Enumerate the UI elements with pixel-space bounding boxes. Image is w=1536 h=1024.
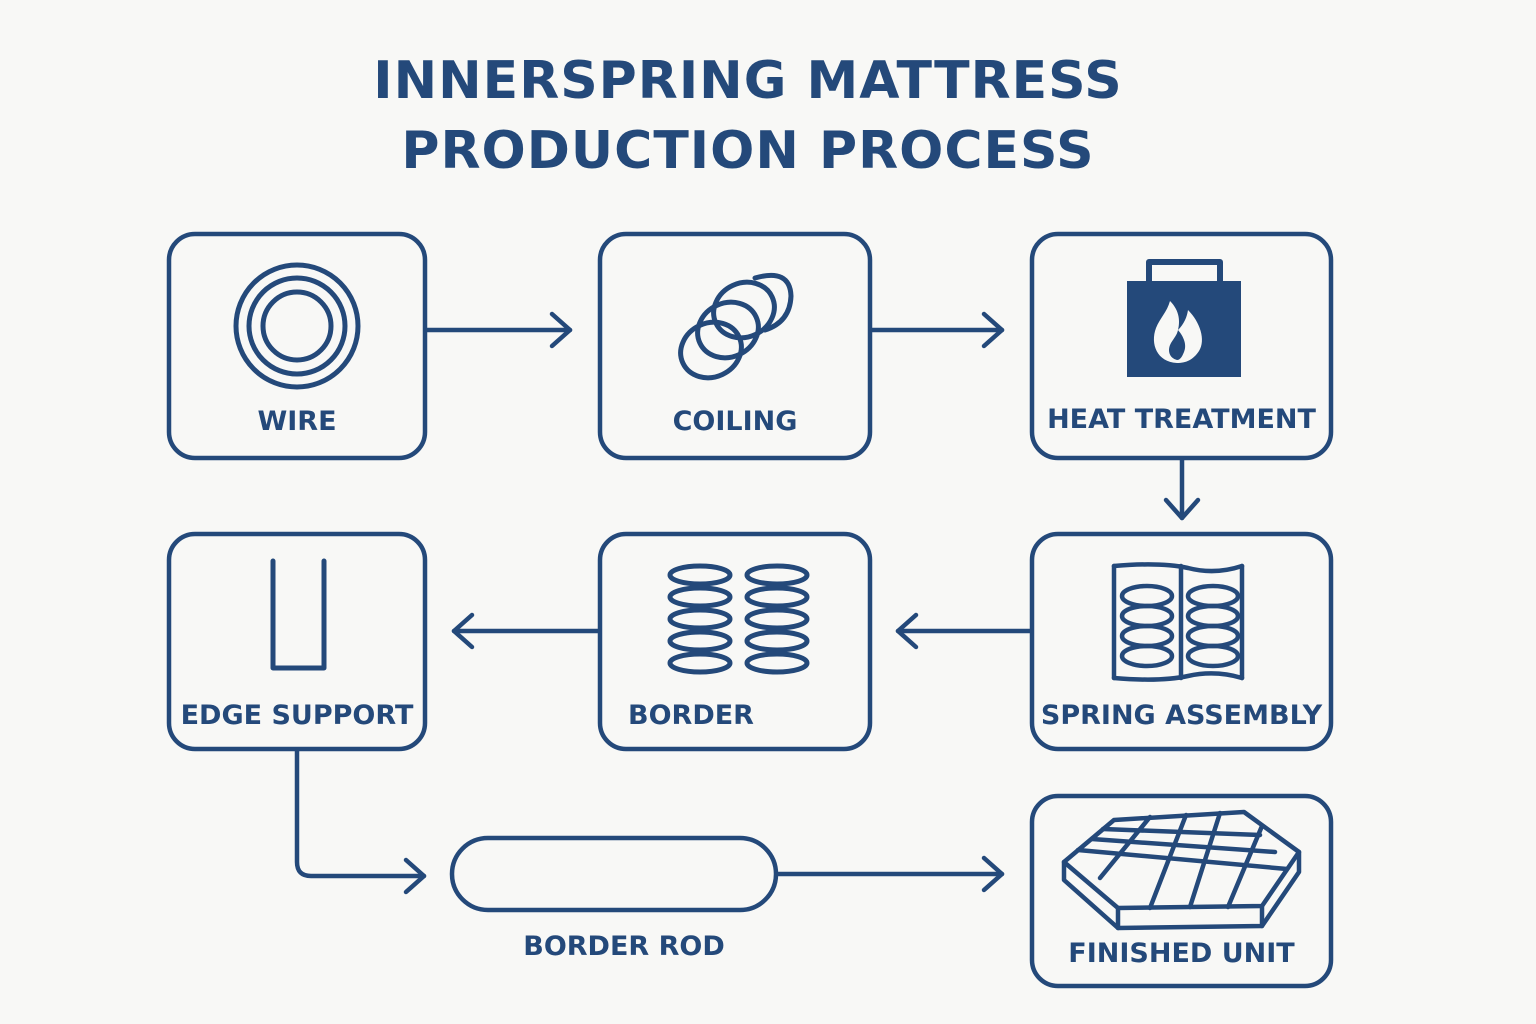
step-label-wire: WIRE <box>257 406 337 437</box>
arrow-border-to-edge <box>451 612 601 650</box>
step-label-coiling: COILING <box>672 406 798 437</box>
arrow-wire-to-coiling <box>424 311 573 349</box>
title-line-1: INNERSPRING MATTRESS <box>373 51 1123 111</box>
step-label-border-rod: BORDER ROD <box>523 931 725 962</box>
step-label-heat-treatment: HEAT TREATMENT <box>1047 404 1316 435</box>
step-box-wire <box>166 231 428 461</box>
u-channel-icon <box>270 558 327 671</box>
title-line-2: PRODUCTION PROCESS <box>401 121 1095 181</box>
arrow-rod-to-finished <box>775 855 1005 893</box>
wire-coil-icon <box>233 262 361 390</box>
step-label-spring-assembly: SPRING ASSEMBLY <box>1040 700 1323 731</box>
coil-spring-icon <box>678 272 794 381</box>
spring-pair-icon <box>667 563 810 675</box>
arrow-heat-to-assembly <box>1163 457 1201 521</box>
step-label-finished-unit: FINISHED UNIT <box>1068 938 1295 969</box>
flame-furnace-icon <box>1127 259 1241 377</box>
step-box-border <box>597 531 873 752</box>
step-box-coiling <box>597 231 873 461</box>
page-title: INNERSPRING MATTRESS PRODUCTION PROCESS <box>248 46 1248 186</box>
step-label-edge-support: EDGE SUPPORT <box>180 700 414 731</box>
step-box-spring-assembly <box>1029 531 1334 752</box>
spring-assembly-icon <box>1111 562 1245 682</box>
arrow-coiling-to-heat <box>869 311 1005 349</box>
step-box-finished-unit <box>1029 793 1334 989</box>
step-label-border: BORDER <box>628 700 754 731</box>
arrow-assembly-to-border <box>895 612 1033 650</box>
step-box-border-rod <box>449 835 779 913</box>
mattress-icon <box>1061 809 1302 931</box>
arrow-edge-to-rod <box>294 748 427 895</box>
